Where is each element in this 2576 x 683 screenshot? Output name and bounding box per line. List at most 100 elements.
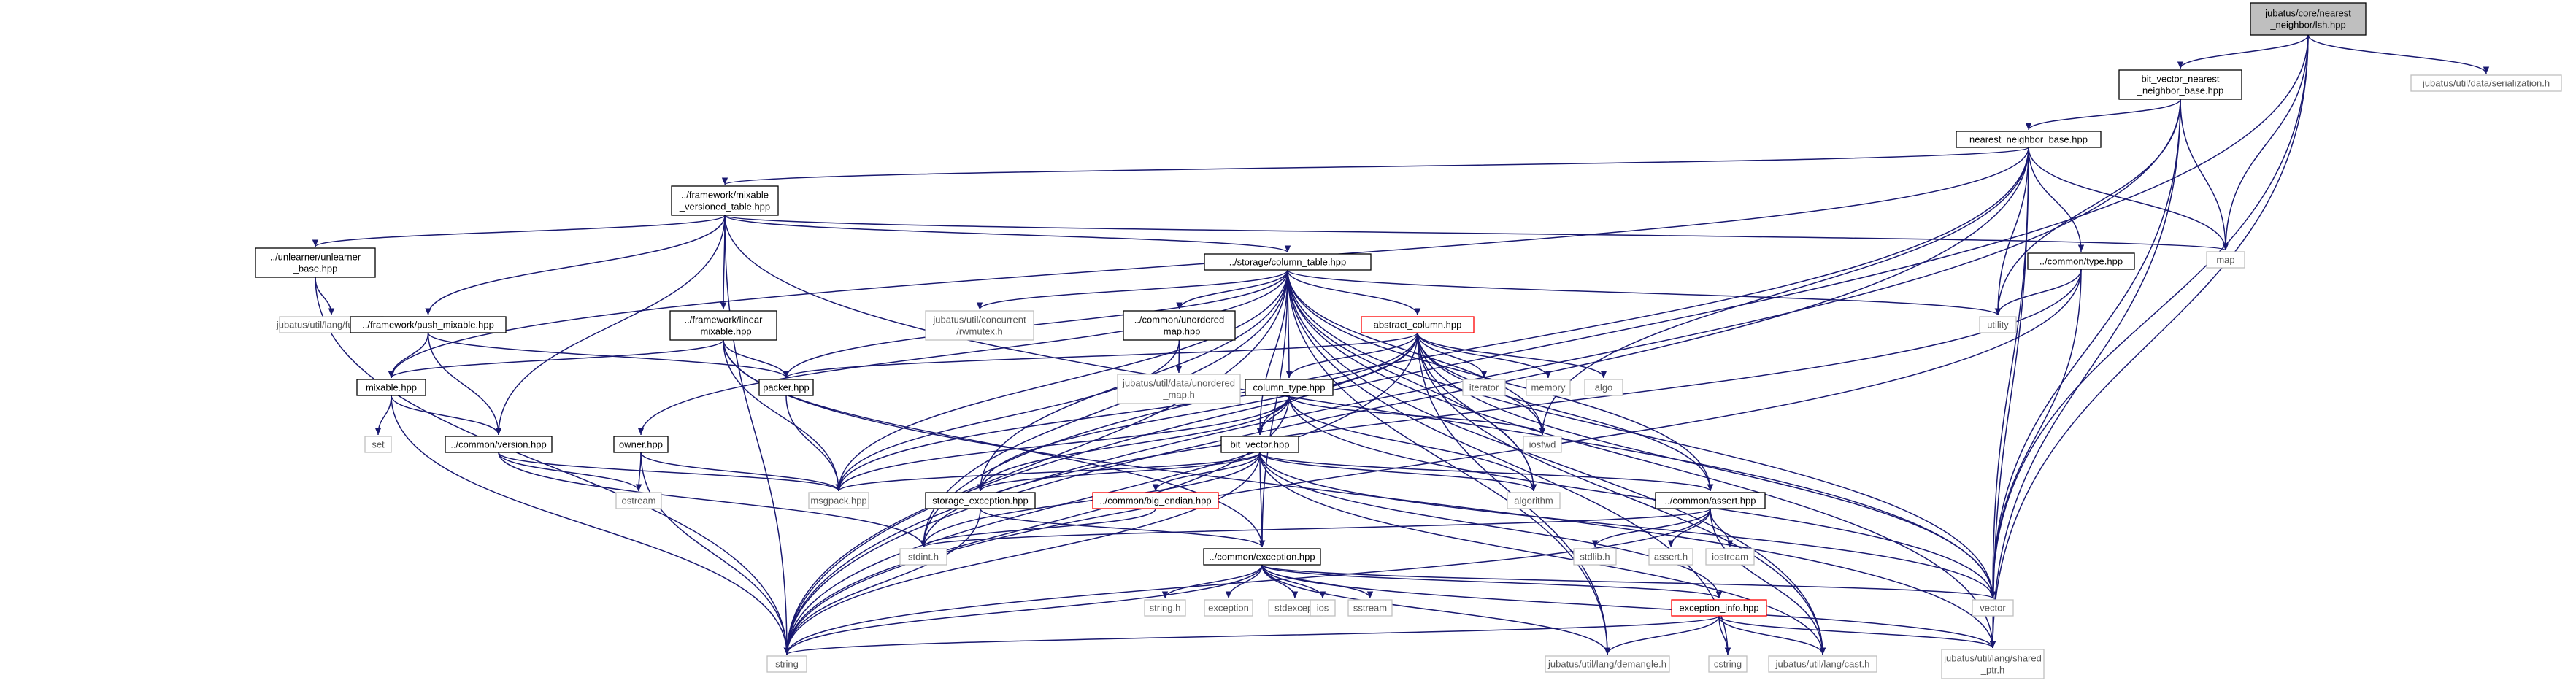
node-label: _versioned_table.hpp <box>679 201 770 212</box>
node-box <box>1123 310 1236 341</box>
edge-coltable-to-abscol <box>1287 269 1421 316</box>
node-storexc[interactable]: storage_exception.hpp <box>925 492 1036 509</box>
node-exception: exception <box>1204 599 1253 617</box>
node-box <box>1203 548 1321 566</box>
edge-bitvector-to-stdint <box>920 452 1261 548</box>
edge-bvnnb-to-sharedptr <box>1989 99 2181 649</box>
node-bigendian[interactable]: ../common/big_endian.hpp <box>1092 492 1219 509</box>
node-ctype[interactable]: ../common/type.hpp <box>2027 252 2135 270</box>
edge-coltable-to-rwmutex <box>976 269 1288 310</box>
node-bitvector[interactable]: bit_vector.hpp <box>1220 436 1299 453</box>
node-box <box>350 316 507 333</box>
node-label: storage_exception.hpp <box>932 495 1029 506</box>
edge-storexc-to-cexc <box>980 508 1266 548</box>
node-owner[interactable]: owner.hpp <box>613 436 669 453</box>
node-label: iterator <box>1469 382 1499 393</box>
edge-coltable-to-string <box>783 269 1288 655</box>
node-label: column_type.hpp <box>1253 382 1325 393</box>
node-label: ios <box>1317 603 1329 614</box>
node-memory: memory <box>1526 379 1571 396</box>
edge-excinfo-to-string <box>784 615 1720 655</box>
edge-abscol-to-vector <box>1417 332 1996 599</box>
edge-nnb-to-map <box>2028 147 2229 251</box>
edge-cassert-to-string <box>783 508 1711 655</box>
node-linmix[interactable]: ../framework/linear_mixable.hpp <box>669 310 777 341</box>
node-rwmutex: jubatus/util/concurrent/rwmutex.h <box>925 310 1034 341</box>
node-vector: vector <box>1972 599 2014 617</box>
node-label: bit_vector.hpp <box>1231 439 1290 450</box>
node-label: _neighbor/lsh.hpp <box>2269 20 2345 31</box>
node-box <box>1117 374 1241 404</box>
node-box <box>1956 131 2102 148</box>
edge-mvt-to-vector <box>724 215 1996 599</box>
edge-cexc-to-demangle <box>1261 564 1611 655</box>
node-box <box>925 310 1034 341</box>
node-abscol[interactable]: abstract_column.hpp <box>1361 316 1475 333</box>
edge-bvnnb-to-nnb <box>2025 99 2181 131</box>
edge-coltype-to-vector <box>1288 395 1996 599</box>
node-mixable[interactable]: mixable.hpp <box>356 379 426 396</box>
edge-lsh-to-serial <box>2307 34 2490 74</box>
node-udumap: jubatus/util/data/unordered_map.h <box>1117 374 1241 404</box>
edge-coltable-to-sharedptr <box>1287 269 1996 649</box>
node-pushmix[interactable]: ../framework/push_mixable.hpp <box>350 316 507 333</box>
node-unlearner[interactable]: ../unlearner/unlearner_base.hpp <box>255 247 376 278</box>
node-label: jubatus/core/nearest <box>2264 8 2351 19</box>
node-label: nearest_neighbor_base.hpp <box>1969 134 2088 145</box>
node-box <box>1768 655 1877 673</box>
header-nodes: jubatus/core/nearest_neighbor/lsh.hppbit… <box>255 2 2562 679</box>
node-unordmap[interactable]: ../common/unordered_map.hpp <box>1123 310 1236 341</box>
node-excinfo[interactable]: exception_info.hpp <box>1671 599 1767 617</box>
edge-lsh-to-map <box>2222 34 2309 251</box>
node-coltype[interactable]: column_type.hpp <box>1245 379 1334 396</box>
edge-mvt-to-version <box>495 215 726 436</box>
edge-bitvector-to-cast <box>1259 452 1826 655</box>
node-box <box>1584 379 1623 396</box>
edge-bvnnb-to-map <box>2180 99 2229 251</box>
node-box <box>2118 69 2242 100</box>
node-label: ../unlearner/unlearner <box>270 252 361 263</box>
edge-cexc-to-vector <box>1261 564 1996 599</box>
node-box <box>1361 316 1475 333</box>
node-box <box>1204 599 1253 617</box>
node-box <box>1310 599 1336 617</box>
node-label: algorithm <box>1514 495 1553 506</box>
node-iosfwd: iosfwd <box>1523 436 1562 453</box>
dependency-edges <box>312 34 2490 655</box>
node-box <box>1972 599 2014 617</box>
node-label: assert.h <box>1654 552 1688 563</box>
node-label: abstract_column.hpp <box>1374 320 1462 331</box>
edge-bitvector-to-excinfo <box>1259 452 1723 599</box>
edge-mvt-to-map <box>724 215 2229 251</box>
node-cexc[interactable]: ../common/exception.hpp <box>1203 548 1321 566</box>
node-label: ../common/unordered <box>1134 315 1225 325</box>
edge-linmix-to-mixable <box>388 339 724 379</box>
node-packer[interactable]: packer.hpp <box>758 379 814 396</box>
node-nnb[interactable]: nearest_neighbor_base.hpp <box>1956 131 2102 148</box>
edge-coltable-to-cstring <box>1287 269 1731 655</box>
node-cassert[interactable]: ../common/assert.hpp <box>1655 492 1766 509</box>
node-box <box>2206 251 2245 269</box>
node-box <box>1545 655 1670 673</box>
node-box <box>2410 74 2562 92</box>
node-label: _base.hpp <box>293 263 338 274</box>
edge-version-to-stdint <box>498 452 927 548</box>
node-bvnnb[interactable]: bit_vector_nearest_neighbor_base.hpp <box>2118 69 2242 100</box>
node-coltable[interactable]: ../storage/column_table.hpp <box>1204 253 1372 271</box>
edge-unordmap-to-msgpack <box>835 339 1180 492</box>
node-box <box>899 548 947 566</box>
edge-linmix-to-sharedptr <box>723 339 1996 649</box>
node-label: ../common/assert.hpp <box>1665 495 1756 506</box>
node-stdlib: stdlib.h <box>1573 548 1617 566</box>
node-version[interactable]: ../common/version.hpp <box>445 436 553 453</box>
node-label: utility <box>1987 320 2009 331</box>
edge-mvt-to-string <box>724 215 791 655</box>
node-box <box>1648 548 1693 566</box>
node-stdint: stdint.h <box>899 548 947 566</box>
edge-abscol-to-memory <box>1417 332 1552 379</box>
edge-mvt-to-unlearner <box>312 215 726 247</box>
node-mvt[interactable]: ../framework/mixable_versioned_table.hpp <box>671 185 779 216</box>
node-utility: utility <box>1979 316 2017 333</box>
node-label: map <box>2216 255 2234 266</box>
